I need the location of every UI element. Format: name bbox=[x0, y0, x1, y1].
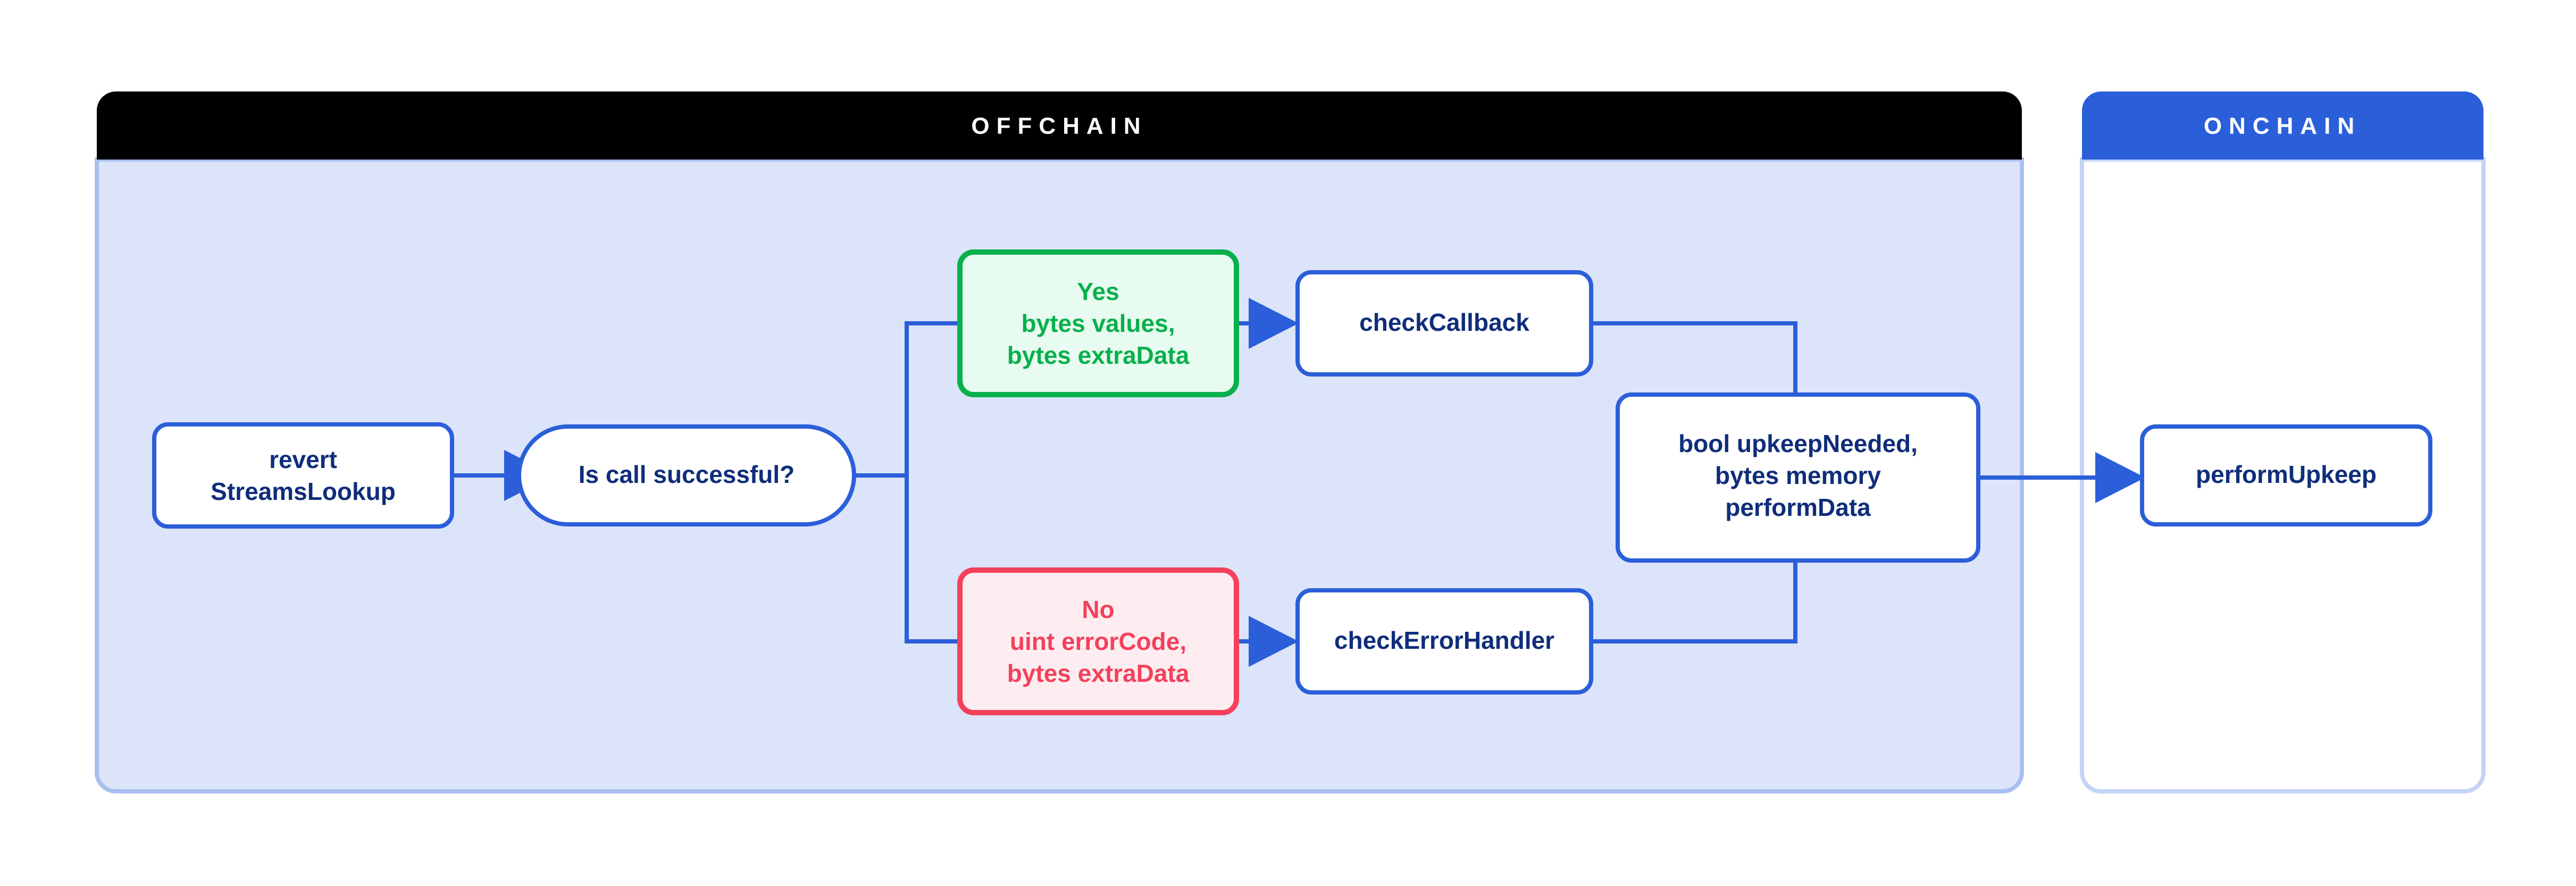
node-is-call-successful-box bbox=[517, 424, 856, 526]
node-revert-streamslookup-line-2: StreamsLookup bbox=[211, 478, 396, 505]
node-upkeep-needed-result-line-3: performData bbox=[1725, 494, 1871, 521]
onchain-panel-header bbox=[2082, 91, 2483, 160]
node-check-error-handler-box bbox=[1295, 588, 1593, 695]
node-upkeep-needed-result-line-1: bool upkeepNeeded, bbox=[1678, 430, 1918, 457]
node-revert-streamslookup-line-1: revert bbox=[269, 446, 337, 473]
node-upkeep-needed-result-line-2: bytes memory bbox=[1715, 462, 1881, 489]
node-perform-upkeep-box bbox=[2140, 424, 2432, 526]
node-upkeep-needed-result-box bbox=[1616, 392, 1980, 563]
node-check-error-handler-label: checkErrorHandler bbox=[1334, 626, 1554, 654]
node-no-branch[interactable]: No uint errorCode, bytes extraData bbox=[957, 567, 1239, 715]
onchain-panel-title: ONCHAIN bbox=[2204, 113, 2361, 139]
offchain-panel-title: OFFCHAIN bbox=[971, 113, 1147, 139]
node-check-callback[interactable]: checkCallback bbox=[1295, 270, 1593, 377]
offchain-panel-header bbox=[97, 91, 2022, 160]
node-revert-streamslookup-box bbox=[152, 422, 454, 529]
node-yes-branch-line-3: bytes extraData bbox=[1007, 341, 1190, 369]
edge-check-callback-to-result bbox=[1591, 321, 1797, 395]
node-perform-upkeep-label: performUpkeep bbox=[2196, 461, 2377, 488]
arrowhead-icon bbox=[1249, 616, 1299, 667]
edges-layer bbox=[452, 298, 2145, 667]
node-is-call-successful[interactable]: Is call successful? bbox=[517, 424, 856, 526]
edge-result-to-perform-upkeep bbox=[1978, 452, 2145, 503]
node-check-callback-box bbox=[1295, 270, 1593, 377]
node-check-error-handler[interactable]: checkErrorHandler bbox=[1295, 588, 1593, 695]
arrowhead-icon bbox=[2095, 452, 2145, 503]
node-yes-branch-line-1: Yes bbox=[1077, 278, 1119, 305]
node-yes-branch-box bbox=[957, 249, 1239, 397]
node-no-branch-line-3: bytes extraData bbox=[1007, 659, 1190, 687]
node-is-call-successful-label: Is call successful? bbox=[579, 461, 795, 488]
node-no-branch-line-2: uint errorCode, bbox=[1010, 628, 1186, 655]
node-perform-upkeep[interactable]: performUpkeep bbox=[2140, 424, 2432, 526]
node-check-callback-label: checkCallback bbox=[1359, 308, 1529, 336]
node-no-branch-box bbox=[957, 567, 1239, 715]
arrowhead-icon bbox=[1249, 298, 1299, 349]
edge-decision-branch-split bbox=[854, 321, 960, 643]
node-no-branch-line-1: No bbox=[1082, 596, 1114, 623]
edge-check-error-handler-to-result bbox=[1591, 561, 1797, 643]
node-yes-branch-line-2: bytes values, bbox=[1022, 310, 1175, 337]
node-upkeep-needed-result[interactable]: bool upkeepNeeded, bytes memory performD… bbox=[1616, 392, 1980, 563]
node-revert-streamslookup[interactable]: revert StreamsLookup bbox=[152, 422, 454, 529]
node-yes-branch[interactable]: Yes bytes values, bytes extraData bbox=[957, 249, 1239, 397]
